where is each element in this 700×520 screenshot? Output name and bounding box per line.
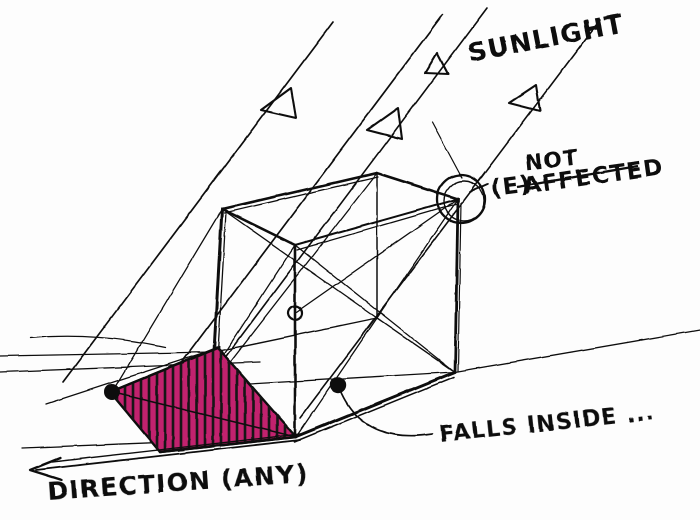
shadow-apex-blob-icon <box>104 384 120 400</box>
cube-edge-vert-right <box>453 197 460 374</box>
projection-line-long-left <box>45 347 219 405</box>
cube-wireframe <box>212 171 462 443</box>
direction-arrow-head <box>28 456 64 482</box>
circled-vertex-E-icon-inner <box>443 180 485 222</box>
sun-ray-4 <box>299 19 601 419</box>
projection-line-ground-far <box>0 351 215 357</box>
projection-line-left-curve <box>29 335 166 348</box>
direction-arrow <box>28 433 301 482</box>
cube-edge-top-front-left <box>220 207 297 247</box>
leader-line-E-up <box>431 121 463 179</box>
cube-edge-bot-right-front-2 <box>293 376 455 443</box>
ray-arrowhead-3 <box>423 51 450 76</box>
projection-line-diag-a <box>294 198 459 314</box>
sun-ray-group <box>62 7 601 419</box>
direction-arrow-shaft <box>35 439 301 471</box>
projection-line-topleft-to-shadow <box>111 208 223 393</box>
cube-edge-vert-left <box>212 207 224 354</box>
cube-edge-vert-right-2 <box>457 202 462 372</box>
ray-arrowhead-4 <box>507 83 542 113</box>
cube-edge-top-left-back-2 <box>223 176 379 214</box>
shadow-edge-top <box>108 345 221 394</box>
ray-arrowhead-group <box>259 51 542 141</box>
leader-line-falls-inside <box>337 384 433 437</box>
cube-edge-vert-left-2 <box>217 211 227 353</box>
cube-edge-top-left-back <box>220 171 379 211</box>
ray-arrowhead-1 <box>259 86 298 120</box>
strikethrough-affected <box>516 164 639 189</box>
cube-edge-bot-right-front <box>293 370 457 439</box>
ray-arrowhead-2 <box>365 106 404 141</box>
sun-ray-1 <box>62 21 334 383</box>
leader-line-E <box>469 183 489 193</box>
projection-line-right-ground <box>454 329 700 373</box>
sun-ray-2 <box>147 13 444 408</box>
cube-edge-bot-back-right <box>376 317 456 373</box>
cube-edge-top-back-right <box>375 171 460 201</box>
cube-edge-bot-left-back <box>213 317 378 353</box>
projection-line-diag-b <box>221 208 378 319</box>
label-not-correction: NOT <box>524 146 580 175</box>
label-sunlight: SUNLIGHT <box>466 9 627 69</box>
sun-ray-3 <box>196 7 488 396</box>
shadow-internal-diagonal <box>111 391 297 438</box>
shadow-edge-bottom <box>158 435 298 454</box>
direction-arrow-shaft-2 <box>51 433 301 463</box>
projection-line-diag-c <box>294 244 456 373</box>
label-falls-inside: FALLS INSIDE ... <box>438 400 656 448</box>
label-direction: DIRECTION (ANY) <box>46 459 309 506</box>
edge-node-icon <box>286 304 304 322</box>
